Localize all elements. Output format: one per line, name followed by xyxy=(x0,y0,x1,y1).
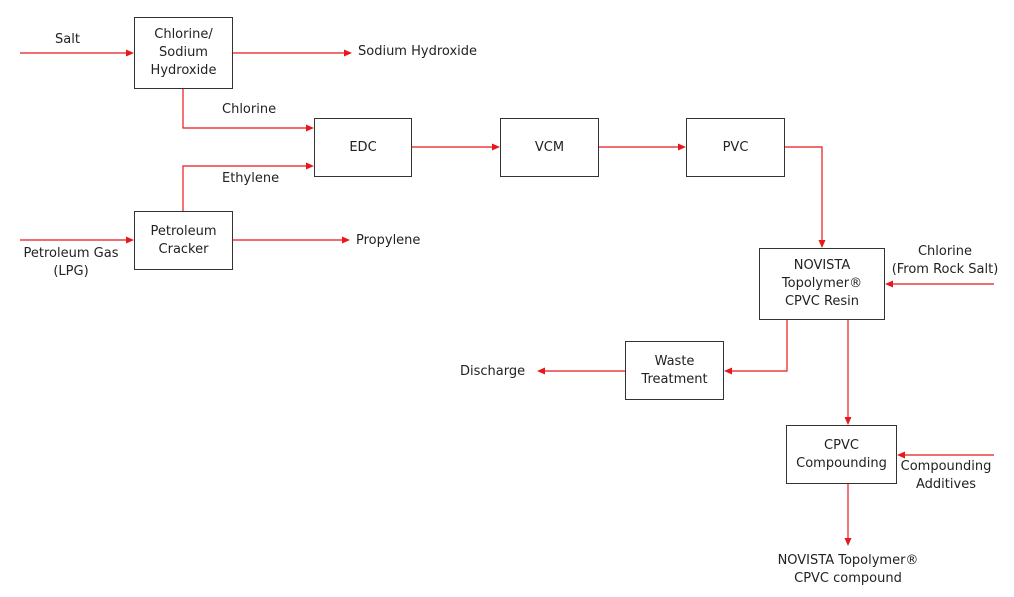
arrow-to-sodium-hydroxide xyxy=(233,49,352,57)
text-line: Hydroxide xyxy=(150,63,217,78)
arrowhead xyxy=(678,143,686,151)
text-line: Petroleum xyxy=(150,223,217,239)
text-line: PVC xyxy=(722,139,749,155)
text-line: Sodium Hydroxide xyxy=(358,44,477,59)
arrow-edc-to-vcm xyxy=(412,143,500,151)
arrowhead xyxy=(306,162,314,170)
text-line: (From Rock Salt) xyxy=(891,262,999,277)
arrowhead xyxy=(306,124,314,132)
box-vcm: VCM xyxy=(500,118,599,177)
text-line: CPVC compound xyxy=(794,571,902,586)
text-line: Salt xyxy=(55,32,80,47)
box-label: PVC xyxy=(723,139,749,157)
arrow-resin-to-waste xyxy=(724,320,788,375)
arrow-vcm-to-pvc xyxy=(599,143,686,151)
arrow-chlorine-to-edc xyxy=(182,89,314,132)
text-line: NOVISTA Topolymer® xyxy=(777,553,919,568)
box-label: EDC xyxy=(349,139,376,157)
text-line: Chlorine xyxy=(222,102,277,117)
text-line: (LPG) xyxy=(53,264,89,279)
label-chlorine-rock-salt: Chlorine (From Rock Salt) xyxy=(892,243,999,279)
arrowhead xyxy=(844,538,852,546)
box-pvc: PVC xyxy=(686,118,785,177)
box-label: NOVISTA Topolymer® CPVC Resin xyxy=(782,257,862,311)
connector-line xyxy=(182,165,308,211)
text-line: CPVC xyxy=(824,437,859,453)
label-chlorine: Chlorine xyxy=(222,101,276,119)
text-line: VCM xyxy=(534,139,565,155)
text-line: Compounding xyxy=(900,459,992,474)
arrowhead xyxy=(897,451,905,459)
box-label: VCM xyxy=(535,139,564,157)
box-cpvc-compounding: CPVC Compounding xyxy=(786,425,897,484)
text-line: NOVISTA xyxy=(793,258,851,273)
arrow-rock-salt-chlorine xyxy=(885,280,994,288)
box-label: CPVC Compounding xyxy=(796,437,887,473)
text-line: Treatment xyxy=(641,371,708,387)
label-propylene: Propylene xyxy=(356,232,420,250)
arrowhead xyxy=(885,280,893,288)
label-ethylene: Ethylene xyxy=(222,170,279,188)
text-line: Chlorine xyxy=(917,244,973,259)
label-discharge: Discharge xyxy=(460,363,525,381)
arrow-salt-to-chlorine xyxy=(20,49,134,57)
text-line: Petroleum Gas xyxy=(23,246,119,261)
text-line: Topolymer® xyxy=(781,276,863,291)
text-line: Sodium xyxy=(159,45,208,60)
text-line: Cracker xyxy=(158,241,209,257)
arrowhead xyxy=(126,49,134,57)
arrow-to-discharge xyxy=(537,367,625,375)
arrowhead xyxy=(537,367,545,375)
text-line: Propylene xyxy=(356,233,421,248)
arrowhead xyxy=(344,49,352,57)
connector-line xyxy=(182,89,308,129)
arrowhead xyxy=(818,240,826,248)
arrowhead xyxy=(844,417,852,425)
text-line: Compounding xyxy=(796,455,887,471)
label-sodium-hydroxide: Sodium Hydroxide xyxy=(358,43,477,61)
arrowhead xyxy=(492,143,500,151)
text-line: Additives xyxy=(916,477,976,492)
arrowhead xyxy=(126,236,134,244)
arrow-to-propylene xyxy=(233,236,350,244)
arrow-to-cpvc-compound xyxy=(844,484,852,546)
arrow-ethylene-to-edc xyxy=(182,162,314,211)
text-line: Ethylene xyxy=(222,171,280,186)
text-line: Waste xyxy=(654,353,695,369)
arrow-resin-to-compounding xyxy=(844,320,852,425)
text-line: Discharge xyxy=(460,364,526,379)
text-line: CPVC Resin xyxy=(784,294,860,309)
label-novista-cpvc-compound: NOVISTA Topolymer® CPVC compound xyxy=(778,552,919,588)
connectors xyxy=(20,49,994,546)
label-petroleum-gas: Petroleum Gas (LPG) xyxy=(24,245,119,281)
arrowhead xyxy=(342,236,350,244)
label-salt: Salt xyxy=(55,31,80,49)
text-line: Chlorine/ xyxy=(154,27,213,42)
box-novista-cpvc-resin: NOVISTA Topolymer® CPVC Resin xyxy=(759,248,885,320)
text-line: EDC xyxy=(349,139,377,155)
connector-line xyxy=(730,320,788,372)
arrow-lpg-to-cracker xyxy=(20,236,134,244)
arrowhead xyxy=(724,367,732,375)
box-edc: EDC xyxy=(314,118,412,177)
arrow-pvc-to-resin xyxy=(785,146,826,248)
arrow-additives-to-compounding xyxy=(897,451,994,459)
connector-line xyxy=(785,146,823,242)
